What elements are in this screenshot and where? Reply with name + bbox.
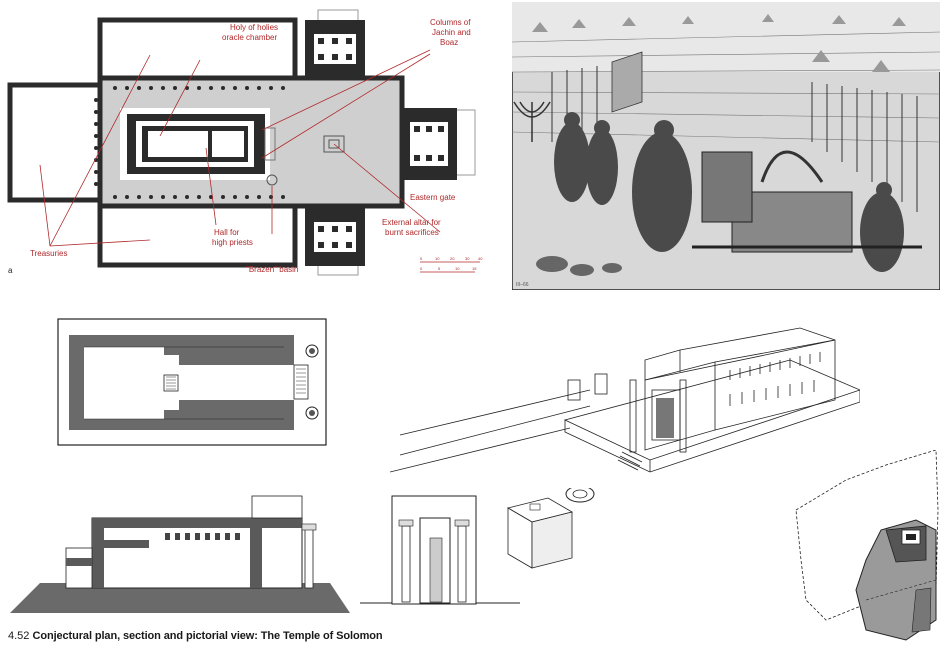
panel-letter: a bbox=[8, 266, 13, 275]
figure-title: Conjectural plan, section and pictorial … bbox=[32, 630, 383, 642]
svg-text:40: 40 bbox=[478, 256, 483, 261]
svg-text:5: 5 bbox=[438, 266, 441, 271]
label-brazen-basin: "Brazen" basin bbox=[246, 265, 298, 274]
temple-engraving-illustration: III–66 bbox=[512, 2, 940, 290]
svg-text:20: 20 bbox=[450, 256, 455, 261]
external-altar bbox=[323, 135, 345, 153]
label-external-altar-2: burnt sacrifices bbox=[385, 228, 439, 237]
scale-bar: 0 10 20 30 40 0 5 10 15 bbox=[420, 256, 483, 273]
svg-text:10: 10 bbox=[435, 256, 440, 261]
figure-number: 4.52 bbox=[8, 630, 30, 642]
label-external-altar-1: External altar for bbox=[382, 218, 441, 227]
label-columns-3: Boaz bbox=[440, 38, 458, 47]
treasury-south bbox=[97, 202, 298, 268]
treasury-north bbox=[97, 17, 298, 83]
label-hall-1: Hall for bbox=[214, 228, 240, 237]
label-holy-of-holies-2: oracle chamber bbox=[222, 33, 277, 42]
svg-text:0: 0 bbox=[420, 266, 423, 271]
column-boaz bbox=[305, 406, 319, 420]
label-eastern-gate: Eastern gate bbox=[410, 193, 456, 202]
label-holy-of-holies-1: Holy of holies bbox=[230, 23, 278, 32]
brazen-basin bbox=[266, 174, 278, 186]
label-treasuries: Treasuries bbox=[30, 249, 68, 258]
temple-plan-diagram: Holy of holies oracle chamber Columns of… bbox=[0, 0, 500, 290]
svg-text:15: 15 bbox=[472, 266, 477, 271]
svg-text:30: 30 bbox=[465, 256, 470, 261]
label-columns-1: Columns of bbox=[430, 18, 471, 27]
column-jachin bbox=[305, 344, 319, 358]
engraving-reference: III–66 bbox=[516, 282, 529, 288]
svg-text:10: 10 bbox=[455, 266, 460, 271]
label-hall-2: high priests bbox=[212, 238, 253, 247]
label-columns-2: Jachin and bbox=[432, 28, 471, 37]
sketch-plan bbox=[54, 315, 334, 450]
site-location-map bbox=[786, 450, 944, 646]
svg-text:0: 0 bbox=[420, 256, 423, 261]
pictorial-perspective-view bbox=[390, 310, 860, 500]
treasury-west bbox=[7, 82, 105, 203]
figure-caption: 4.52 Conjectural plan, section and picto… bbox=[8, 630, 383, 642]
section-drawings bbox=[0, 488, 620, 623]
